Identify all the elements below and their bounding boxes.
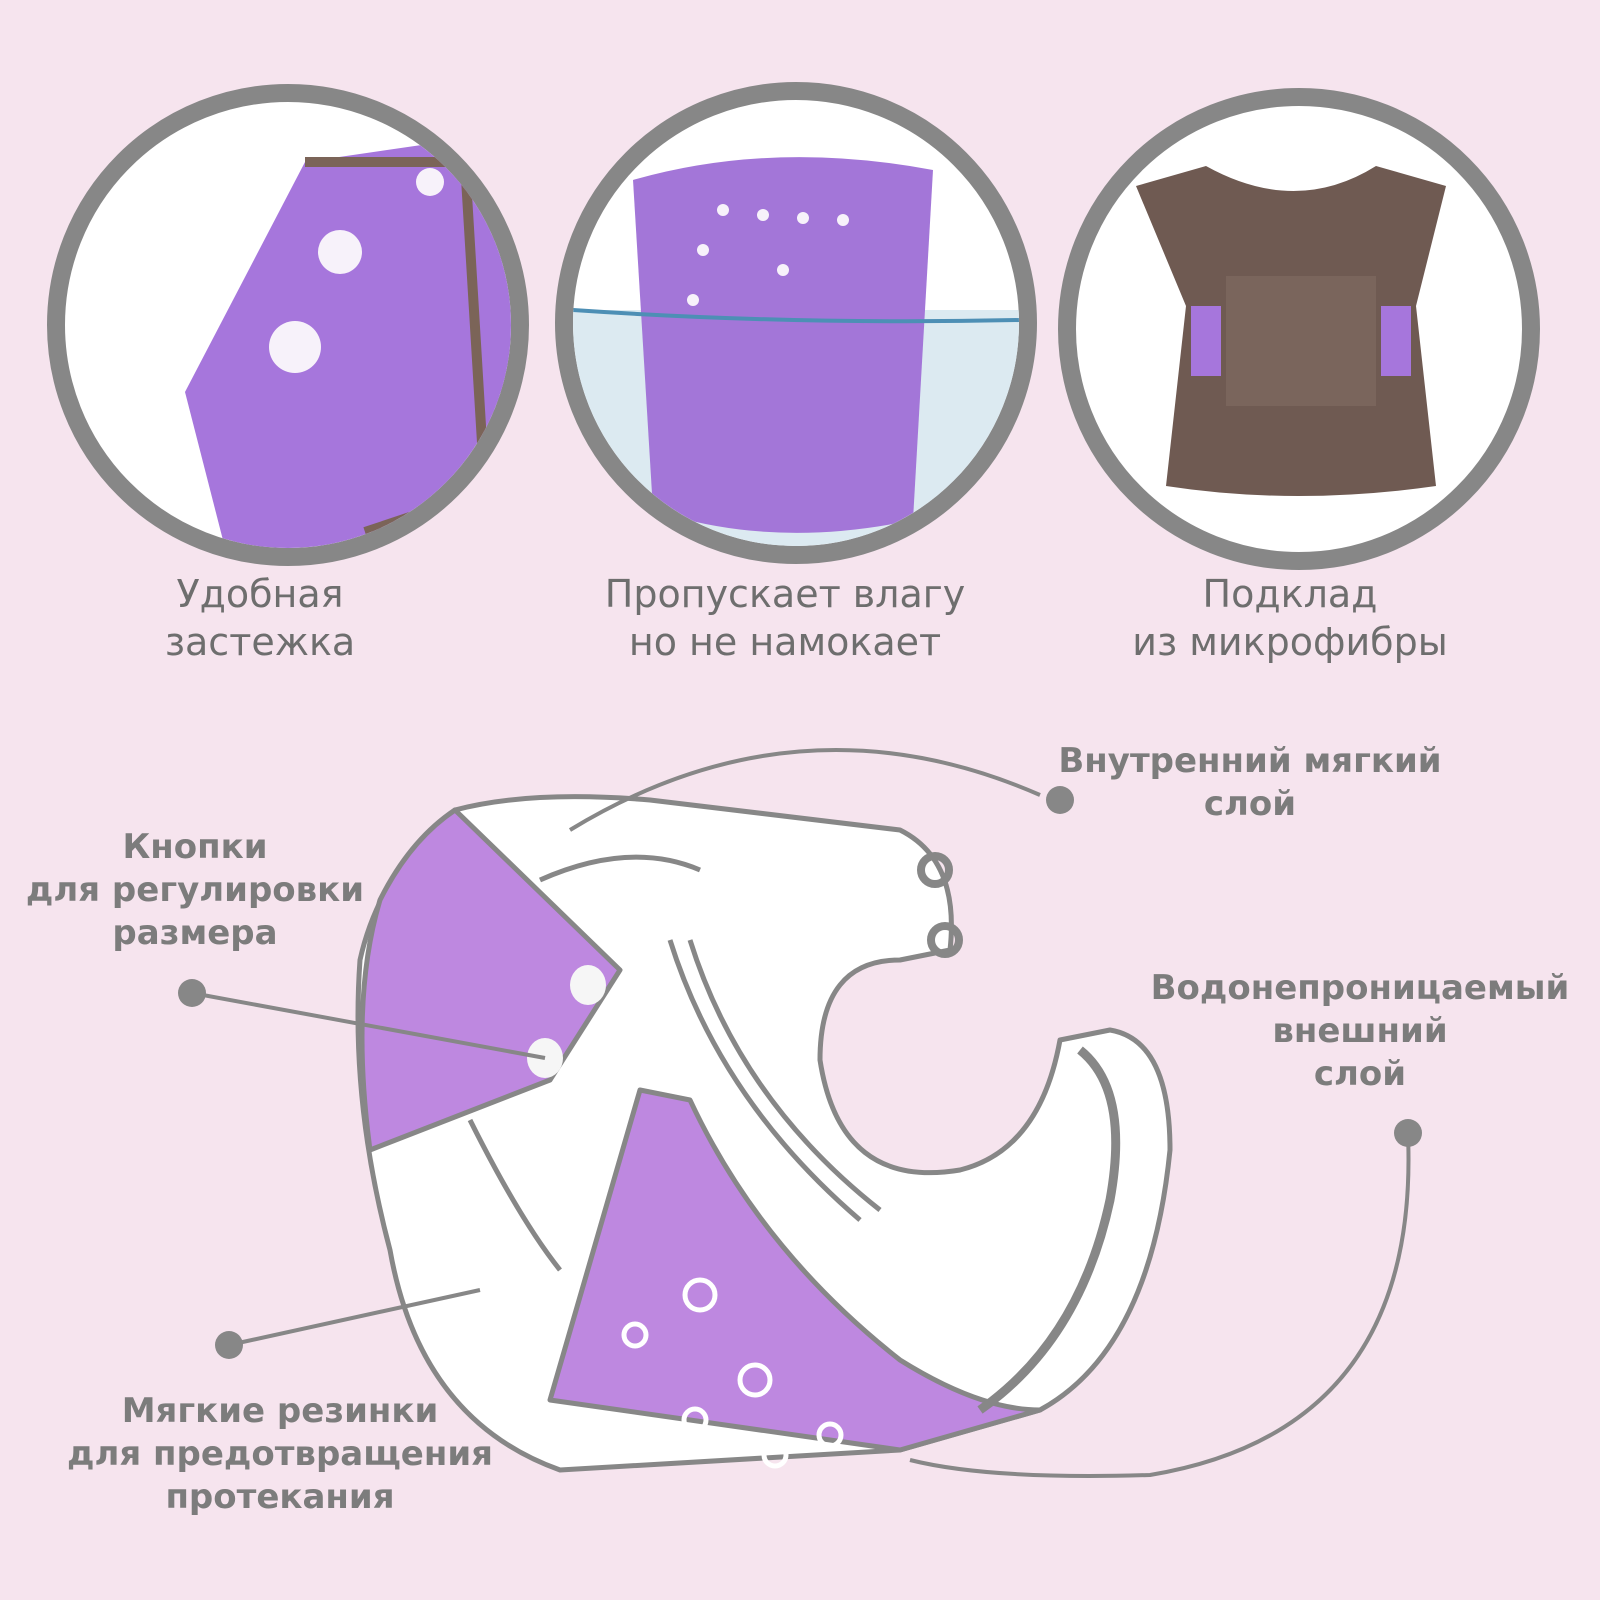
leader-lines bbox=[191, 748, 1411, 1478]
microfiber-illustration bbox=[1136, 166, 1446, 496]
callout-line: Внутренний мягкий bbox=[1058, 741, 1442, 781]
callout-line: для предотвращения bbox=[66, 1434, 494, 1474]
caption-line: Удобная bbox=[176, 572, 344, 616]
callout-line: внешний bbox=[1272, 1011, 1448, 1051]
callout-line: размера bbox=[112, 913, 278, 953]
callout-dot bbox=[1394, 1119, 1422, 1147]
callout-line: Мягкие резинки bbox=[121, 1391, 439, 1431]
callout-line: слой bbox=[1313, 1054, 1407, 1094]
caption-line: застежка bbox=[164, 620, 356, 664]
snap-button bbox=[570, 965, 606, 1005]
callout-dot bbox=[178, 979, 206, 1007]
caption-line: Подклад bbox=[1202, 572, 1378, 616]
caption-line: из микрофибры bbox=[1132, 620, 1448, 664]
callout-line: протекания bbox=[165, 1477, 395, 1517]
callout-line: Водонепроницаемый bbox=[1150, 968, 1570, 1008]
callout-line: Кнопки bbox=[122, 827, 268, 867]
water-diaper-illustration bbox=[573, 157, 1019, 546]
caption-line: но не намокает bbox=[628, 620, 942, 664]
callout-dot bbox=[215, 1331, 243, 1359]
snap-closure-illustration bbox=[185, 132, 511, 548]
caption-line: Пропускает влагу bbox=[604, 572, 966, 616]
callout-line: для регулировки bbox=[25, 870, 365, 910]
callout-line: слой bbox=[1203, 784, 1297, 824]
callout-dot bbox=[1046, 786, 1074, 814]
